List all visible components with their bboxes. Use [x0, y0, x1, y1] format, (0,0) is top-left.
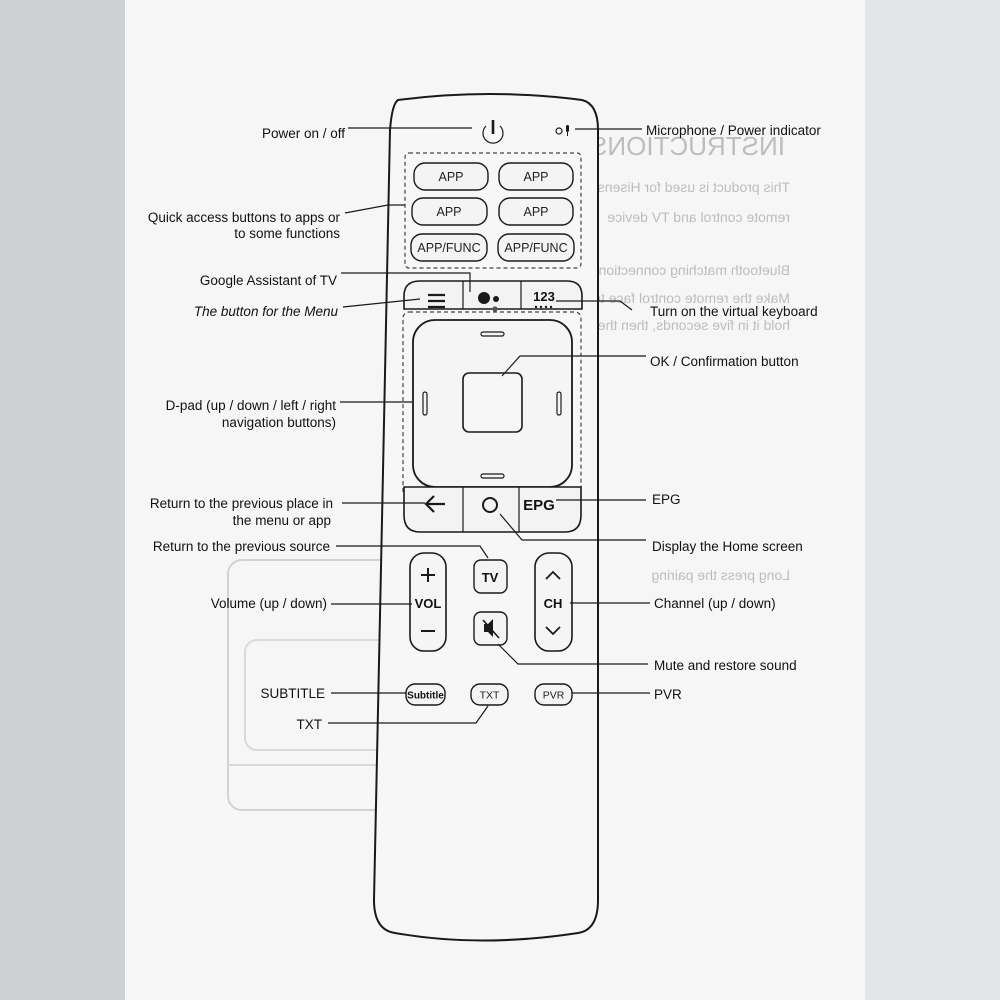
channel-up-icon	[545, 570, 561, 580]
label-volume: Volume (up / down)	[211, 596, 327, 611]
label-source: Return to the previous source	[153, 539, 330, 554]
volume-label: VOL	[415, 596, 442, 611]
dpad-down[interactable]	[480, 473, 505, 479]
label-virtual-keyboard: Turn on the virtual keyboard	[650, 304, 818, 319]
label-quick-access-1: Quick access buttons to apps or	[148, 210, 341, 225]
ok-button[interactable]	[462, 372, 523, 433]
menu-icon	[428, 293, 445, 309]
nav-row	[403, 486, 582, 533]
label-quick-access-2: to some functions	[234, 226, 340, 241]
mute-icon	[482, 619, 500, 639]
channel-rocker[interactable]	[534, 552, 573, 652]
pvr-button[interactable]: PVR	[534, 683, 573, 706]
app-button-3[interactable]: APP	[411, 197, 488, 226]
menu-button[interactable]	[428, 293, 445, 309]
txt-button-label: TXT	[480, 690, 500, 702]
epg-button[interactable]: EPG	[523, 497, 555, 514]
app-button-3-label: APP	[436, 205, 461, 219]
label-epg: EPG	[652, 492, 681, 507]
label-microphone: Microphone / Power indicator	[646, 123, 821, 138]
label-subtitle: SUBTITLE	[260, 686, 325, 701]
txt-button[interactable]: TXT	[470, 683, 509, 706]
tv-source-label: TV	[482, 570, 499, 585]
dpad-area	[402, 311, 582, 498]
microphone-icon	[555, 125, 569, 136]
virtual-keyboard-label: 123	[533, 289, 555, 304]
app-button-4[interactable]: APP	[498, 197, 574, 226]
google-assistant-button[interactable]	[478, 292, 499, 312]
home-button[interactable]	[482, 497, 498, 513]
home-icon	[482, 497, 498, 513]
subtitle-button[interactable]: Subtitle	[405, 683, 446, 706]
callout-lines	[328, 127, 650, 724]
label-google-assistant: Google Assistant of TV	[200, 273, 337, 288]
app-func-button-2-label: APP/FUNC	[504, 241, 567, 255]
back-arrow-icon	[424, 495, 445, 513]
channel-down-icon	[545, 626, 561, 636]
dpad-right[interactable]	[556, 391, 562, 416]
pvr-button-label: PVR	[543, 690, 565, 702]
label-menu: The button for the Menu	[194, 304, 339, 319]
app-button-2[interactable]: APP	[498, 162, 574, 191]
label-dpad-2: navigation buttons)	[222, 415, 336, 430]
label-ok: OK / Confirmation button	[650, 354, 799, 369]
quick-access-area	[404, 152, 582, 269]
label-pvr: PVR	[654, 687, 682, 702]
label-power: Power on / off	[262, 126, 345, 141]
label-back-1: Return to the previous place in	[150, 496, 333, 511]
tv-source-button[interactable]: TV	[473, 559, 508, 594]
bleed-line-3: Bluetooth matching connection:	[595, 262, 790, 278]
volume-rocker[interactable]	[409, 552, 447, 652]
app-func-button-2[interactable]: APP/FUNC	[497, 233, 575, 262]
volume-up-icon	[421, 568, 435, 582]
app-func-button-1[interactable]: APP/FUNC	[410, 233, 488, 262]
label-channel: Channel (up / down)	[654, 596, 776, 611]
app-button-1-label: APP	[438, 170, 463, 184]
label-home: Display the Home screen	[652, 539, 803, 554]
virtual-keyboard-button[interactable]: 123	[533, 289, 555, 309]
back-button[interactable]	[424, 495, 445, 513]
bleed-heading: INSTRUCTIONS:	[583, 131, 785, 161]
keyboard-dots-icon	[534, 305, 553, 309]
dpad-left[interactable]	[422, 391, 428, 416]
channel-label: CH	[544, 596, 563, 611]
label-back-2: the menu or app	[233, 513, 331, 528]
subtitle-button-label: Subtitle	[407, 691, 444, 702]
label-mute: Mute and restore sound	[654, 658, 797, 673]
epg-button-label: EPG	[523, 497, 555, 514]
app-button-2-label: APP	[523, 170, 548, 184]
app-func-button-1-label: APP/FUNC	[417, 241, 480, 255]
app-button-1[interactable]: APP	[413, 162, 489, 191]
label-txt: TXT	[297, 717, 323, 732]
dpad-up[interactable]	[480, 331, 505, 337]
bleed-line-6: Long press the pairing	[651, 567, 790, 583]
app-button-4-label: APP	[523, 205, 548, 219]
mute-button[interactable]	[473, 611, 508, 646]
google-assistant-icon	[478, 292, 499, 312]
bleed-line-2: remote control and TV device	[607, 209, 790, 225]
function-row	[403, 280, 583, 310]
power-button[interactable]	[482, 120, 504, 144]
label-dpad-1: D-pad (up / down / left / right	[166, 398, 337, 413]
